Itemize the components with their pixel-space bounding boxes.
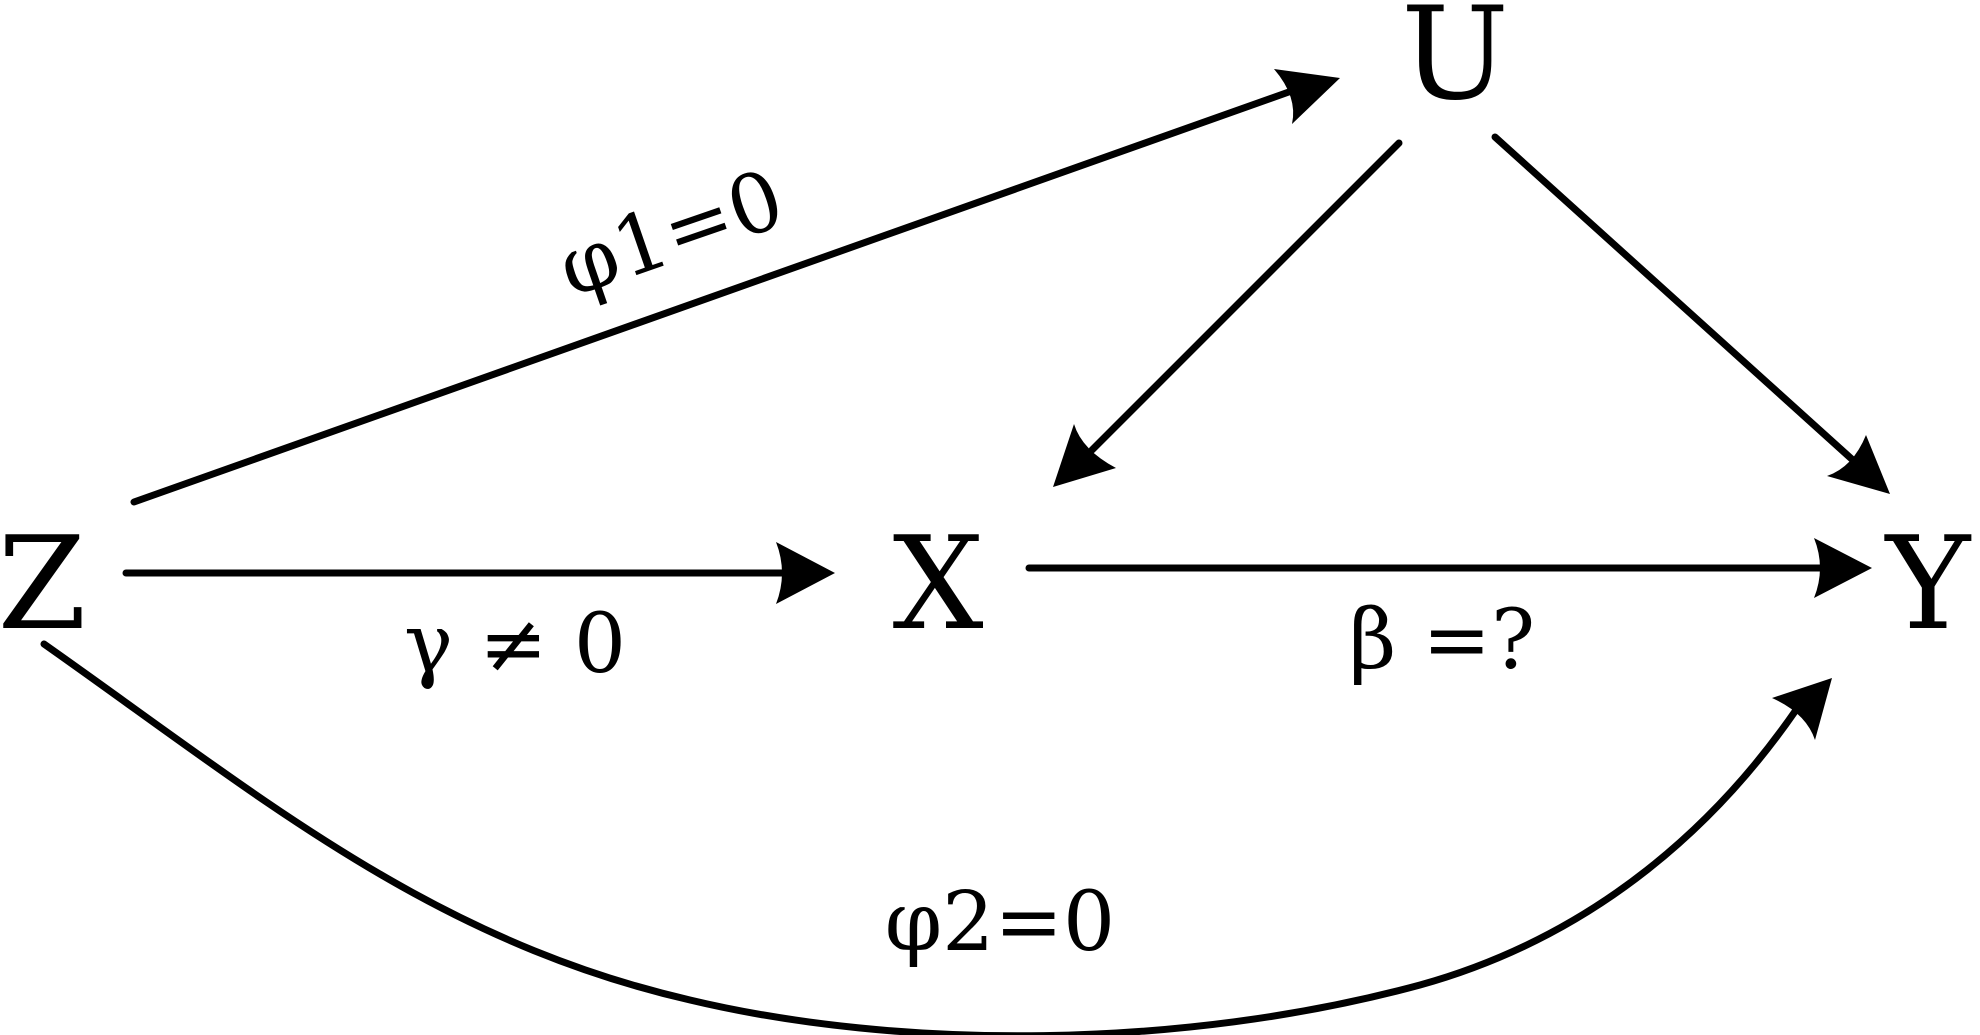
edge-z-to-y — [40, 640, 1832, 1035]
label-z-to-u: φ1=0 — [547, 152, 796, 317]
label-x-to-y: β =? — [1349, 593, 1535, 688]
edge-u-to-x — [1053, 139, 1403, 487]
arrowhead-z-to-y — [1772, 678, 1832, 740]
edge-z-to-u — [130, 69, 1340, 506]
arrowhead-z-to-x — [776, 542, 835, 604]
node-x: X — [892, 510, 983, 659]
arrowhead-u-to-y — [1827, 435, 1890, 494]
node-y: Y — [1884, 510, 1972, 659]
arrowhead-u-to-x — [1053, 424, 1116, 487]
arrowhead-z-to-u — [1274, 69, 1340, 124]
edge-x-to-y — [1025, 538, 1872, 598]
edge-u-to-y — [1491, 133, 1890, 494]
label-z-to-x: γ ≠ 0 — [404, 597, 626, 692]
node-z: Z — [0, 510, 86, 659]
node-u: U — [1401, 0, 1509, 129]
arrowhead-x-to-y — [1814, 538, 1872, 598]
label-z-to-y: φ2=0 — [885, 875, 1115, 970]
edge-z-to-x — [122, 542, 835, 604]
